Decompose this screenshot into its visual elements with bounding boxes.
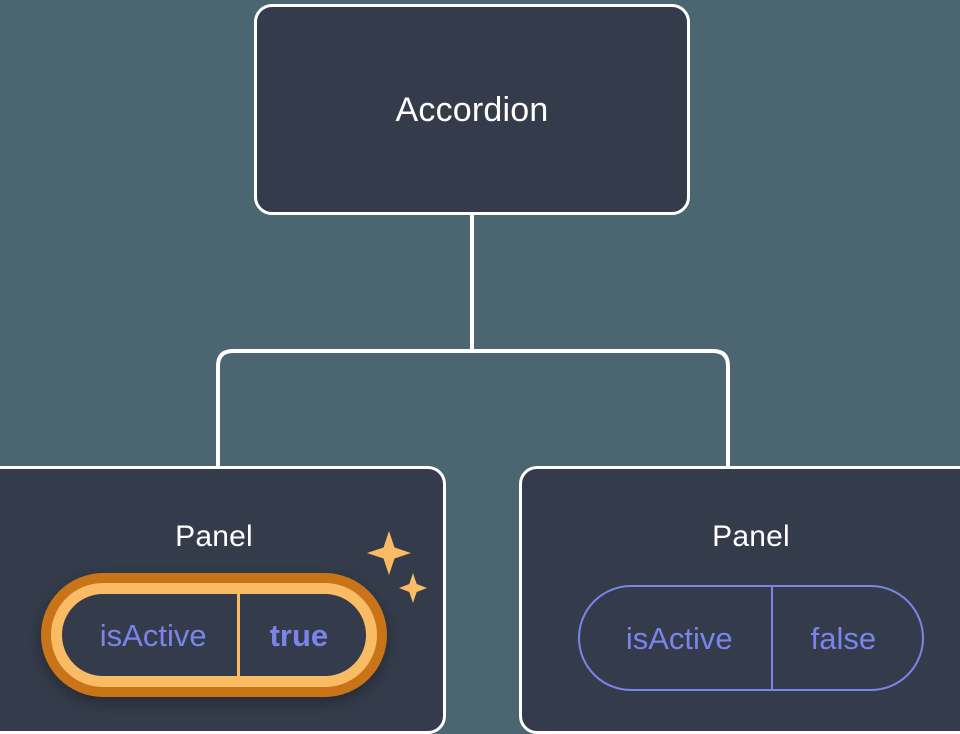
connector-branch-bar — [216, 349, 730, 466]
sparkle-small-icon — [399, 573, 428, 603]
node-panel-active[interactable]: Panel isActive true — [0, 466, 446, 734]
prop-key-label: isActive — [625, 620, 733, 656]
node-accordion-title: Accordion — [395, 90, 549, 129]
sparkle-large-icon — [367, 531, 412, 575]
prop-key-label: isActive — [99, 617, 207, 653]
prop-pill-wrap: isActive false — [577, 585, 925, 691]
sparkles-group — [367, 531, 428, 603]
node-accordion[interactable]: Accordion — [254, 4, 690, 215]
node-panel-inactive[interactable]: Panel isActive false — [519, 466, 960, 734]
prop-badge-inner: isActive true — [50, 583, 378, 687]
prop-badge-isactive-false[interactable]: isActive false — [577, 585, 925, 691]
prop-badge-isactive-true[interactable]: isActive true — [40, 531, 428, 697]
prop-value-label: true — [236, 594, 367, 676]
prop-value-label: false — [770, 587, 922, 689]
node-panel-active-title: Panel — [175, 520, 253, 553]
node-panel-inactive-title: Panel — [712, 520, 790, 553]
